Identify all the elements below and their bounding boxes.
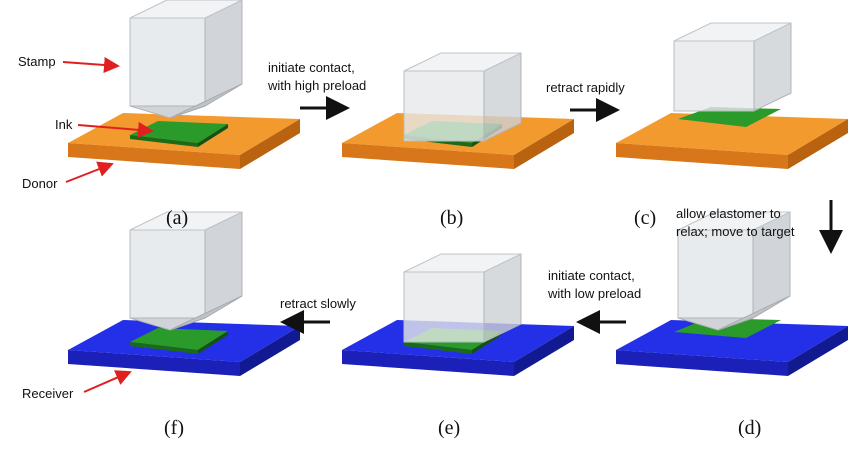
step-de-line2: with low preload <box>547 286 641 301</box>
ink-layer <box>678 107 781 127</box>
panel-f <box>68 211 300 376</box>
label-stamp: Stamp <box>18 54 56 69</box>
label-receiver: Receiver <box>22 386 74 401</box>
stamp <box>673 22 792 112</box>
label-ink: Ink <box>55 117 73 132</box>
step-ab-line1: initiate contact, <box>268 60 355 75</box>
caption-c: (c) <box>634 207 656 229</box>
panel-c <box>616 22 848 169</box>
stamp <box>129 211 243 331</box>
panel-a <box>68 0 300 169</box>
pointer-arrow <box>77 121 154 138</box>
step-de-line1: initiate contact, <box>548 268 635 283</box>
pointer-arrow <box>65 161 114 183</box>
step-cd-line1: allow elastomer to <box>676 206 781 221</box>
step-bc-label: retract rapidly <box>546 80 625 95</box>
caption-b: (b) <box>440 207 463 229</box>
panel-d <box>616 211 848 376</box>
step-cd-line2: relax; move to target <box>676 224 795 239</box>
panel-b <box>342 52 574 169</box>
pointer-arrow <box>62 57 120 73</box>
step-ef-label: retract slowly <box>280 296 356 311</box>
caption-a: (a) <box>166 207 188 229</box>
caption-e: (e) <box>438 417 460 439</box>
caption-d: (d) <box>738 417 761 439</box>
stamp <box>403 253 522 343</box>
stamp <box>129 0 243 119</box>
step-ab-line2: with high preload <box>267 78 366 93</box>
caption-f: (f) <box>164 417 184 439</box>
panel-e <box>342 253 574 376</box>
stamp <box>403 52 522 142</box>
label-donor: Donor <box>22 176 58 191</box>
pointer-arrow <box>83 370 132 393</box>
